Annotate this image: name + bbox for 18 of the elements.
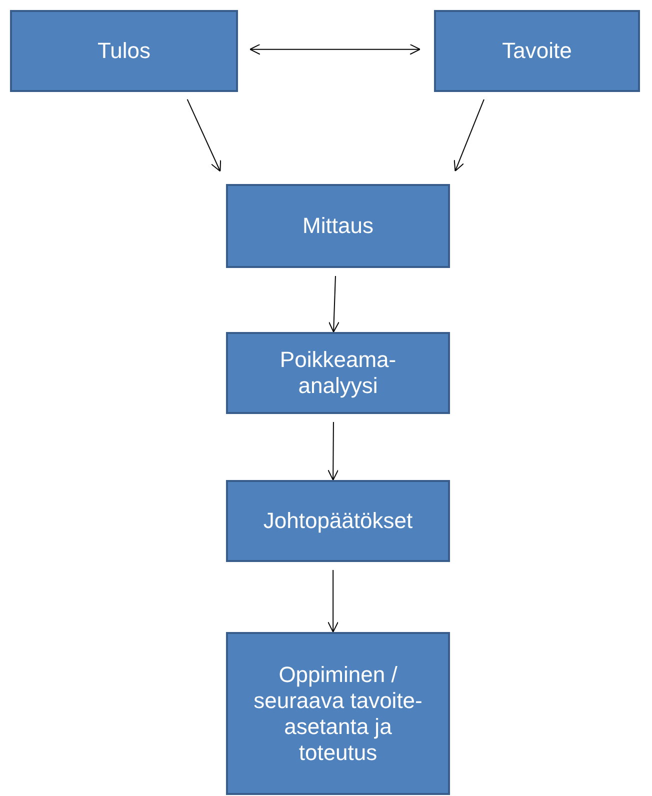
arrow <box>250 44 420 55</box>
process-box <box>226 184 450 268</box>
process-box <box>434 10 640 92</box>
box-label: Poikkeama- analyysi <box>278 347 398 399</box>
box-label: Oppiminen / seuraava tavoite- asetanta ja toteutus <box>252 662 424 766</box>
process-box <box>226 332 450 414</box>
arrow <box>328 276 340 332</box>
process-box <box>226 632 450 795</box>
process-box <box>226 480 450 562</box>
box-label: Tulos <box>98 38 150 64</box>
arrow <box>328 422 339 480</box>
box-label: Tavoite <box>502 38 572 64</box>
process-box <box>10 10 238 92</box>
box-label: Mittaus <box>302 213 374 239</box>
arrow <box>186 98 222 172</box>
box-label: Johtopäätökset <box>263 508 413 534</box>
arrow <box>454 98 484 172</box>
arrow <box>328 570 339 632</box>
